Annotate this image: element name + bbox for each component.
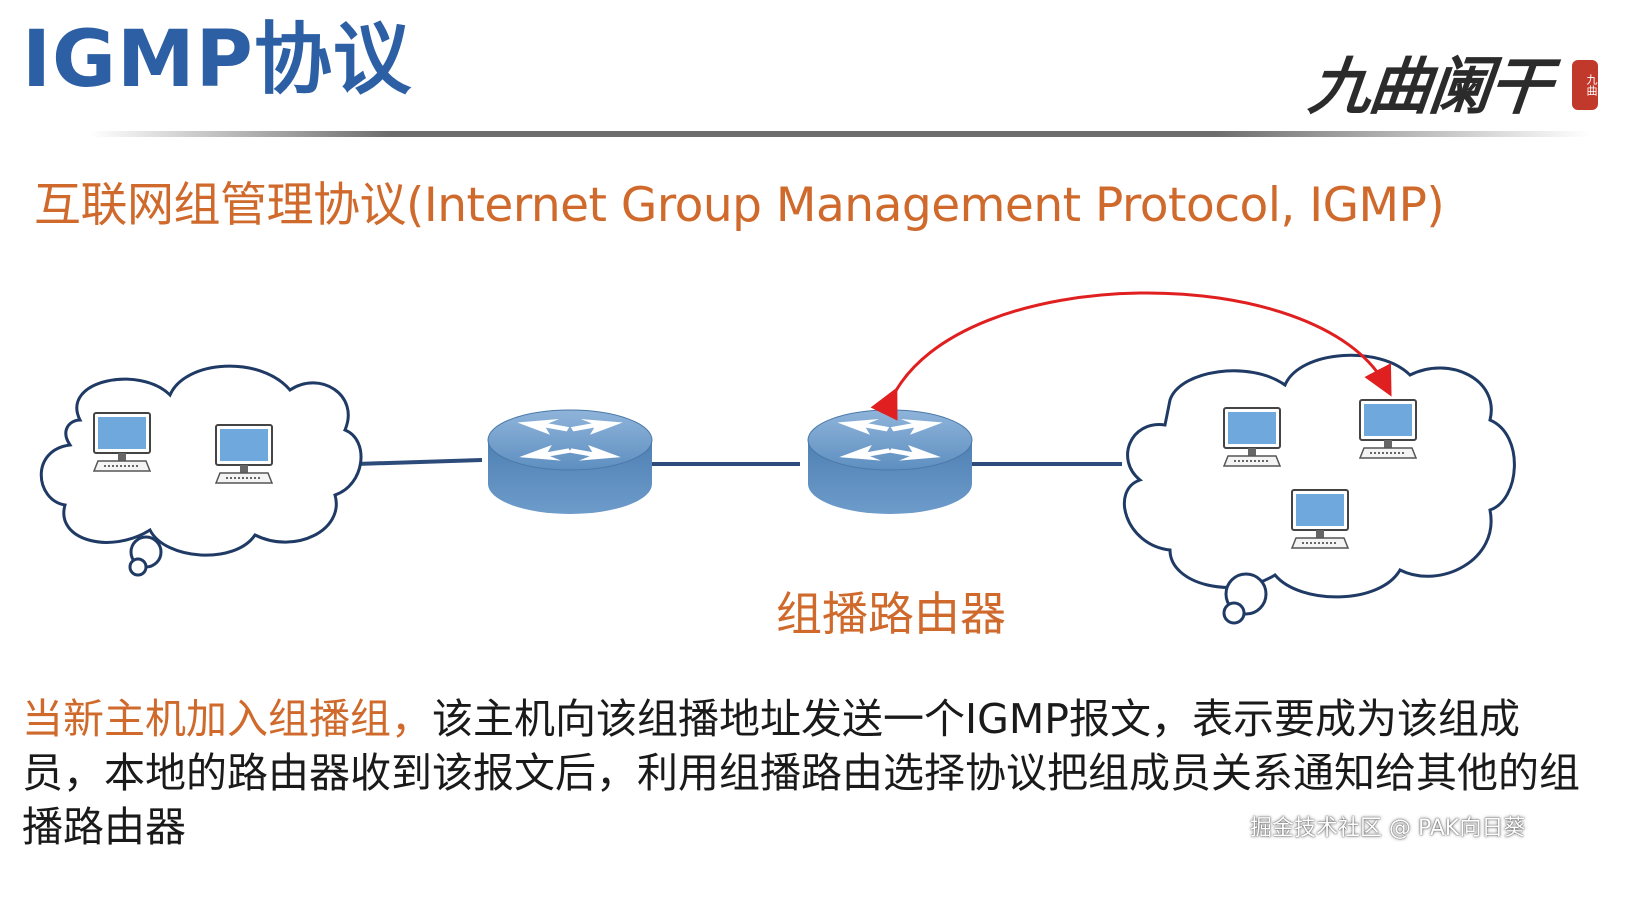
description-text: 当新主机加入组播组，该主机向该组播地址发送一个IGMP报文，表示要成为该组成员，…: [22, 692, 1582, 854]
multicast-router-icon: [807, 409, 973, 514]
description-body: 该主机向该组播地址发送一个IGMP报文，表示要成为该组成员，本地的路由器收到该报…: [22, 695, 1580, 851]
logo-text: 九曲阑干: [1305, 50, 1554, 123]
computer-icon: [93, 412, 151, 472]
slide-subtitle: 互联网组管理协议(Internet Group Management Proto…: [34, 178, 1445, 233]
computer-icon: [1359, 399, 1417, 459]
computer-icon: [215, 424, 273, 484]
link-left-cloud-router1: [355, 458, 483, 466]
watermark: 掘金技术社区 @ PAK向日葵: [1250, 816, 1526, 841]
network-diagram: [39, 291, 1516, 625]
brand-logo: 九曲阑干 九曲: [1306, 36, 1600, 126]
igmp-report-arrow: [870, 291, 1392, 421]
seal-stamp: 九曲: [1572, 60, 1598, 110]
title-divider: [90, 131, 1590, 137]
left-network-cloud: [39, 364, 363, 577]
description-highlight: 当新主机加入组播组，: [22, 695, 432, 743]
router-icon: [487, 409, 653, 514]
computer-icon: [1291, 489, 1349, 549]
slide-title: IGMP协议: [22, 15, 412, 105]
multicast-router-label: 组播路由器: [776, 587, 1006, 641]
computer-icon: [1223, 407, 1281, 467]
